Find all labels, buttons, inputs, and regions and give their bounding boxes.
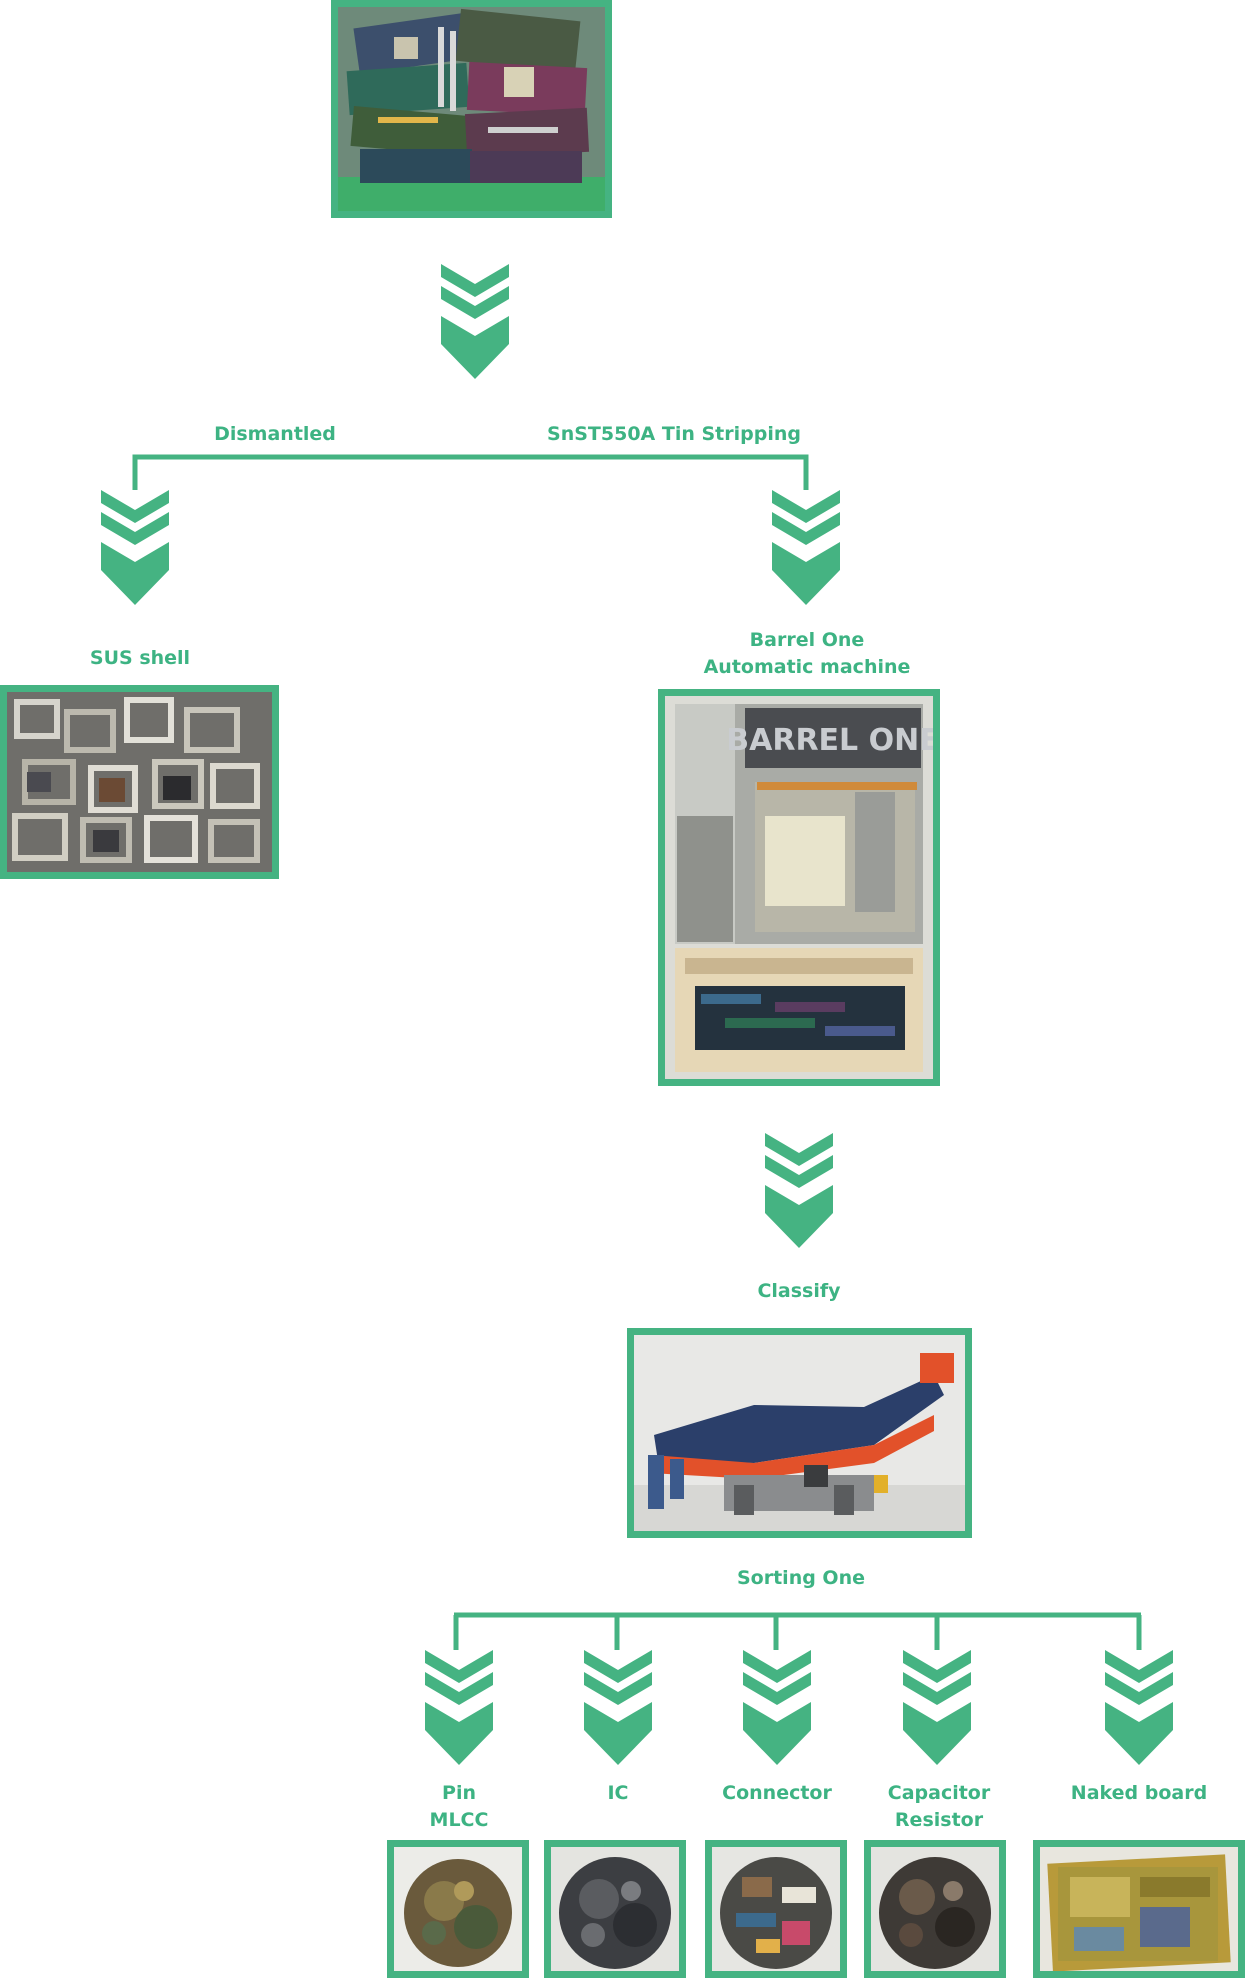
connector-photo (705, 1840, 847, 1978)
chevron-segment (772, 512, 840, 545)
output-label-capacitor-resistor: Capacitor Resistor (887, 1782, 991, 1831)
sorting-machine-photo (627, 1328, 972, 1538)
arrows (101, 264, 1173, 1765)
chevron-segment (765, 1133, 833, 1166)
chevron-segment (903, 1650, 971, 1683)
connector-lines (132, 454, 1142, 1650)
chevron-segment (743, 1650, 811, 1683)
motherboards-photo (331, 0, 612, 218)
ic-photo (544, 1840, 686, 1978)
chevron-segment (772, 490, 840, 523)
chevron-segment (425, 1672, 493, 1705)
branch-connector (132, 454, 809, 490)
chevron-segment (101, 542, 169, 605)
triple-chevron-down-icon (101, 490, 169, 605)
chevron-segment (584, 1672, 652, 1705)
chevron-segment (765, 1155, 833, 1188)
barrel-one-label: Barrel One Automatic machine (703, 629, 911, 678)
triple-chevron-down-icon (743, 1650, 811, 1765)
triple-chevron-down-icon (903, 1650, 971, 1765)
chevron-segment (903, 1672, 971, 1705)
output-label-ic: IC (607, 1782, 629, 1804)
chevron-segment (425, 1650, 493, 1683)
chevron-segment (101, 490, 169, 523)
output-label-pin-mlcc: Pin MLCC (429, 1782, 489, 1831)
chevron-segment (584, 1650, 652, 1683)
chevron-segment (743, 1702, 811, 1765)
classify-label: Classify (757, 1280, 841, 1302)
chevron-segment (441, 264, 509, 297)
sorting-one-label: Sorting One (736, 1567, 866, 1589)
pin-mlcc-photo (387, 1840, 529, 1978)
chevron-segment (772, 542, 840, 605)
naked-board-photo (1033, 1840, 1245, 1978)
chevron-segment (1105, 1702, 1173, 1765)
chevron-segment (743, 1672, 811, 1705)
sus-shell-photo (0, 685, 279, 879)
chevron-segment (765, 1185, 833, 1248)
sus-shell-label: SUS shell (89, 647, 191, 669)
dismantled-label: Dismantled (214, 423, 336, 445)
barrel-one-machine-photo: BARREL ONE (658, 689, 940, 1086)
chevron-segment (441, 316, 509, 379)
chevron-segment (441, 286, 509, 319)
triple-chevron-down-icon (772, 490, 840, 605)
triple-chevron-down-icon (441, 264, 509, 379)
output-label-connector: Connector (722, 1782, 832, 1804)
chevron-segment (903, 1702, 971, 1765)
chevron-segment (425, 1702, 493, 1765)
capacitor-resistor-photo (864, 1840, 1006, 1978)
triple-chevron-down-icon (765, 1133, 833, 1248)
chevron-segment (101, 512, 169, 545)
barrel-one-sign: BARREL ONE (726, 723, 933, 758)
triple-chevron-down-icon (425, 1650, 493, 1765)
tin-stripping-label: SnST550A Tin Stripping (547, 423, 801, 445)
chevron-segment (584, 1702, 652, 1765)
chevron-segment (1105, 1672, 1173, 1705)
output-label-naked-board: Naked board (1070, 1782, 1208, 1804)
chevron-segment (1105, 1650, 1173, 1683)
triple-chevron-down-icon (1105, 1650, 1173, 1765)
triple-chevron-down-icon (584, 1650, 652, 1765)
